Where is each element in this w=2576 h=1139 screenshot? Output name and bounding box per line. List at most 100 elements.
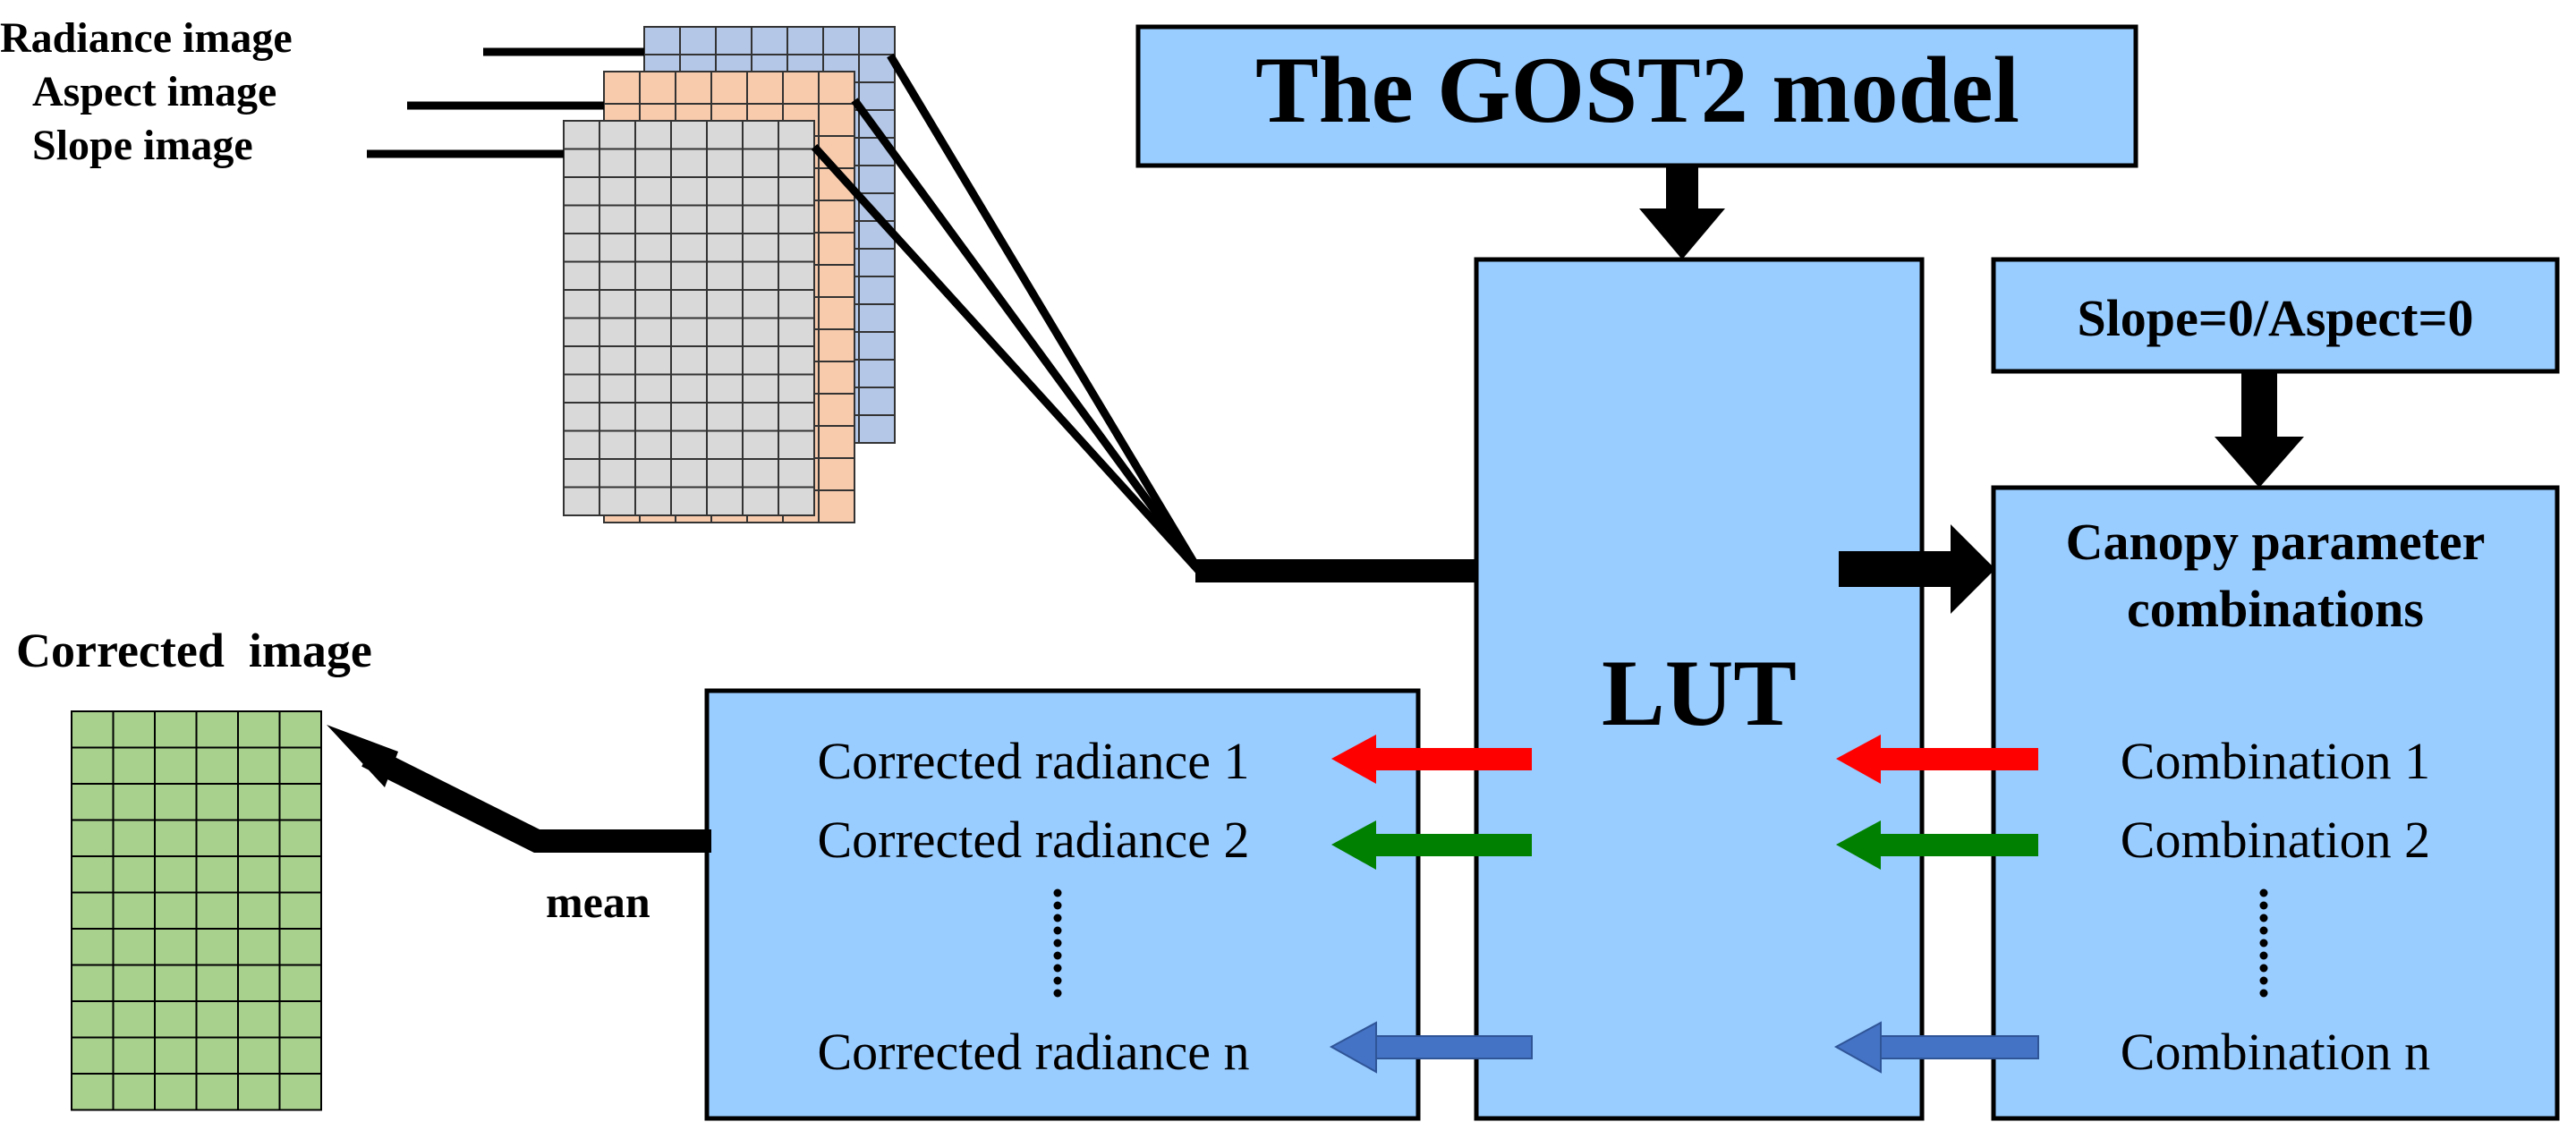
grid-cell	[778, 458, 815, 489]
grid-cell	[634, 402, 672, 432]
lut-label: LUT	[1602, 641, 1797, 745]
grid-cell	[634, 486, 672, 516]
grid-cell	[278, 819, 322, 857]
grid-cell	[818, 489, 855, 523]
radiance-connector-line	[887, 53, 1203, 574]
grid-cell	[858, 248, 896, 277]
grid-cell	[563, 345, 600, 376]
grid-cell	[670, 317, 708, 347]
grid-cell	[71, 710, 115, 749]
grid-cell	[778, 486, 815, 516]
grid-cell	[563, 458, 600, 489]
ellipsis-dot	[1053, 951, 1062, 960]
corrected-image-grid	[71, 710, 322, 1111]
grid-cell	[818, 361, 855, 395]
grid-cell	[112, 1036, 156, 1075]
grid-cell	[278, 783, 322, 821]
corrected-radiance-2-arrow	[1331, 820, 1532, 870]
grid-cell	[778, 289, 815, 319]
grid-cell	[237, 1000, 281, 1039]
grid-cell	[778, 317, 815, 347]
grid-cell	[278, 891, 322, 930]
grid-cell	[634, 176, 672, 207]
grid-cell	[154, 855, 198, 894]
grid-cell	[818, 200, 855, 234]
grid-cell	[71, 1036, 115, 1075]
grid-cell	[670, 204, 708, 234]
grid-cell	[237, 1073, 281, 1111]
ellipsis-dot	[2259, 926, 2268, 935]
model-to-lut-arrowhead	[1639, 208, 1725, 259]
grid-cell	[563, 429, 600, 460]
grid-cell	[858, 276, 896, 305]
corrected-radiance-2-label: Corrected radiance 2	[817, 811, 1249, 869]
ellipsis-dot	[1053, 964, 1062, 973]
grid-cell	[154, 746, 198, 785]
grid-cell	[112, 964, 156, 1002]
grid-cell	[778, 402, 815, 432]
corrected-radiance-n-arrow	[1329, 1021, 1533, 1074]
grid-cell	[237, 1036, 281, 1075]
grid-cell	[639, 71, 676, 105]
grid-cell	[818, 71, 855, 105]
grid-cell	[634, 429, 672, 460]
grid-cell	[563, 289, 600, 319]
grid-cell	[71, 928, 115, 966]
grid-cell	[195, 819, 239, 857]
grid-cell	[670, 260, 708, 291]
grid-cell	[71, 783, 115, 821]
grid-cell	[818, 264, 855, 298]
grid-cell	[706, 373, 744, 404]
grid-cell	[818, 296, 855, 330]
lut-to-canopy-shaft	[1839, 551, 1955, 587]
grid-cell	[670, 345, 708, 376]
grid-cell	[278, 1073, 322, 1111]
grid-cell	[858, 26, 896, 55]
corrected-image-label: Corrected image	[16, 624, 372, 677]
grid-cell	[706, 176, 744, 207]
grid-cell	[679, 26, 717, 55]
grid-cell	[710, 71, 748, 105]
grid-cell	[670, 458, 708, 489]
grid-cell	[643, 26, 681, 55]
corrected-ellipsis-dots	[1053, 888, 1062, 998]
grid-cell	[154, 964, 198, 1002]
ellipsis-dot	[2259, 888, 2268, 897]
grid-cell	[778, 345, 815, 376]
grid-cell	[742, 289, 779, 319]
grid-cell	[742, 233, 779, 263]
grid-cell	[599, 289, 636, 319]
grid-cell	[112, 710, 156, 749]
grid-cell	[71, 1073, 115, 1111]
grid-cell	[563, 120, 600, 150]
grid-cell	[112, 819, 156, 857]
grid-cell	[706, 233, 744, 263]
grid-cell	[818, 393, 855, 427]
grid-cell	[634, 458, 672, 489]
grid-cell	[634, 373, 672, 404]
grid-cell	[742, 260, 779, 291]
grid-cell	[278, 1000, 322, 1039]
grid-cell	[71, 746, 115, 785]
grid-cell	[670, 120, 708, 150]
grid-cell	[742, 486, 779, 516]
grid-cell	[195, 855, 239, 894]
combination-n-label: Combination n	[2121, 1023, 2430, 1081]
grid-cell	[670, 429, 708, 460]
grid-cell	[706, 260, 744, 291]
grid-cell	[599, 345, 636, 376]
grid-cell	[237, 783, 281, 821]
corrected-radiance-1-label: Corrected radiance 1	[817, 732, 1249, 790]
grid-cell	[782, 71, 820, 105]
grid-cell	[112, 746, 156, 785]
grid-cell	[818, 232, 855, 266]
grid-cell	[670, 148, 708, 178]
grid-cell	[778, 260, 815, 291]
grid-cell	[563, 402, 600, 432]
grid-cell	[706, 204, 744, 234]
grid-cell	[742, 402, 779, 432]
grid-cell	[858, 165, 896, 194]
ellipsis-dot	[2259, 939, 2268, 948]
grid-cell	[599, 317, 636, 347]
